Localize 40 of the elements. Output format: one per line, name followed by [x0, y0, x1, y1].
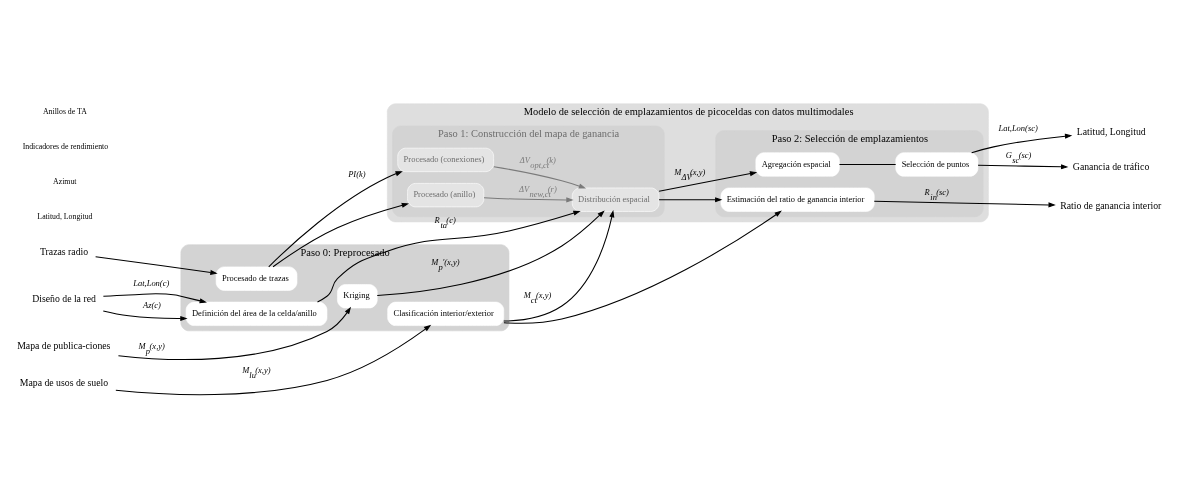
arrow — [95, 256, 218, 275]
arrow — [115, 324, 432, 396]
edge-label: Lat,Lon(c) — [133, 278, 170, 289]
edge-label: PI(k) — [348, 168, 366, 179]
node-box: Definición del área de la celda/anillo — [185, 301, 328, 326]
arrow — [376, 210, 605, 297]
arrow — [658, 197, 723, 203]
arrow — [493, 166, 587, 189]
connector — [838, 163, 897, 165]
arrow — [102, 310, 188, 322]
node-box: Estimación del ratio de ganancia interior — [720, 187, 875, 212]
arrow — [503, 209, 615, 322]
node-box: Procesado (conexiones) — [397, 147, 494, 172]
edge-label: Az(c) — [143, 300, 161, 311]
node-box: Distribución espacial — [571, 187, 660, 212]
node-box: Kriging — [337, 284, 378, 309]
node-text: Diseño de la red — [32, 292, 96, 304]
arrow — [102, 293, 207, 304]
arrow — [483, 197, 574, 203]
arrow — [316, 210, 581, 303]
node-box: Clasificación interior/exterior — [387, 301, 505, 326]
arrow — [977, 164, 1069, 170]
node-box: Agregación espacial — [755, 152, 840, 177]
arrow — [658, 171, 758, 192]
node-text: Latitud, Longitud — [1076, 125, 1146, 137]
arrow — [117, 306, 352, 361]
node-box: Procesado de trazas — [215, 266, 298, 291]
arrow — [971, 133, 1073, 154]
edge-label: Lat,Lon(sc) — [998, 123, 1038, 134]
node-text: Ratio de ganancia interior — [1060, 199, 1162, 211]
arrow — [503, 210, 782, 324]
node-text: Trazas radio — [39, 245, 89, 257]
node-box: Selección de puntos — [895, 152, 979, 177]
arrow — [873, 200, 1056, 208]
arrow — [268, 171, 403, 268]
node-box: Procesado (anillo) — [407, 183, 485, 208]
node-text: Ganancia de tráfico — [1072, 161, 1150, 173]
arrow — [272, 202, 410, 268]
node-text: Mapa de publica-ciones — [17, 340, 111, 352]
node-text: Mapa de usos de suelo — [19, 376, 109, 388]
